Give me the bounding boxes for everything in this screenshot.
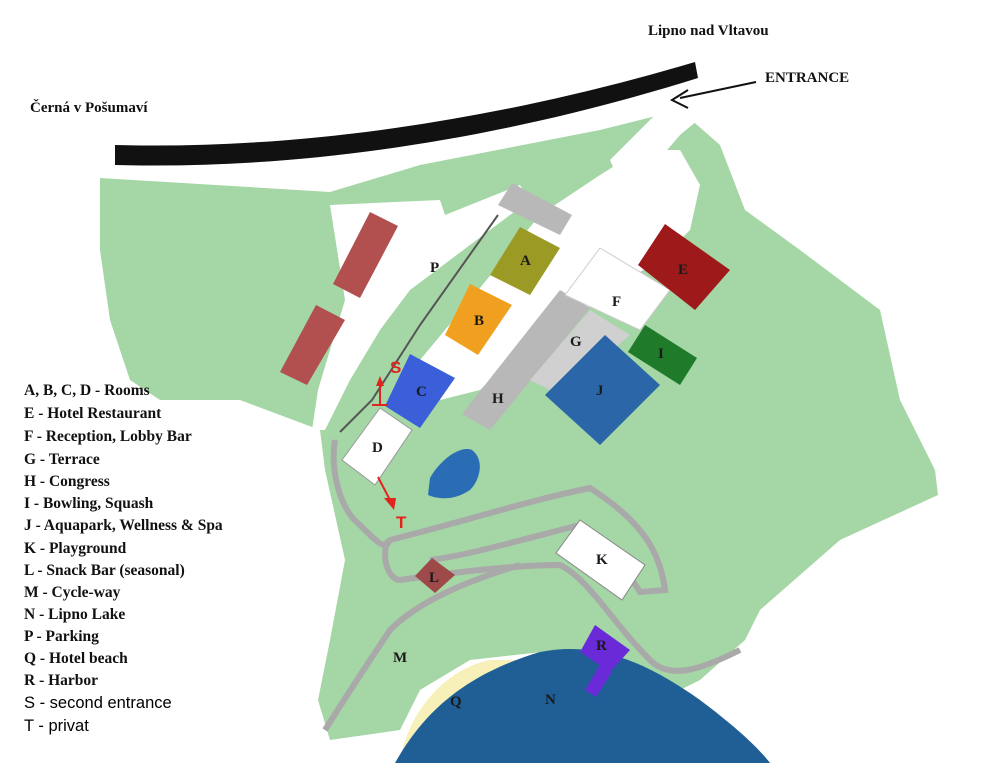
label-J: J [596,383,604,399]
parking-stripe-1 [333,212,398,298]
label-G: G [570,334,582,350]
building-F [564,247,671,331]
legend-item: K - Playground [24,540,127,557]
label-D: D [372,440,383,456]
building-R [580,625,630,672]
legend-item: R - Harbor [24,672,98,689]
label-M: M [393,650,407,666]
label-I: I [658,346,664,362]
label-R: R [596,638,607,654]
parking-divider [339,214,499,433]
legend-item: J - Aquapark, Wellness & Spa [24,517,223,534]
place-cerna-v-posumavi: Černá v Pošumaví [30,99,148,116]
legend-item: I - Bowling, Squash [24,495,154,512]
roundabout [623,209,637,223]
legend: A, B, C, D - Rooms E - Hotel Restaurant … [24,382,223,735]
building-J [545,335,660,445]
legend-item: N - Lipno Lake [24,606,125,623]
legend-item: A, B, C, D - Rooms [24,382,150,399]
marker-T-arrowhead [384,498,396,510]
label-P: P [430,260,439,276]
path-loop [330,439,669,596]
legend-item: T - privat [24,717,89,735]
label-S: S [390,358,401,377]
label-C: C [416,384,427,400]
marker-S-arrowhead [376,376,384,386]
legend-item: H - Congress [24,473,110,490]
label-N: N [545,692,556,708]
label-E: E [678,262,688,278]
building-K [555,519,646,601]
label-A: A [520,253,531,269]
label-F: F [612,294,621,310]
building-I [628,325,697,385]
label-Q: Q [450,694,462,710]
path-lower [382,538,742,674]
building-G [530,310,630,395]
parking-stripe-2 [280,305,345,385]
entrance-arrow-head [669,89,689,109]
legend-item: M - Cycle-way [24,584,121,601]
harbor-pier [585,665,612,697]
legend-item: Q - Hotel beach [24,650,128,667]
entrance-road [610,95,710,195]
building-L [415,558,455,593]
legend-item: F - Reception, Lobby Bar [24,428,192,445]
label-T: T [396,513,407,532]
entrance-arrow-line [679,81,757,99]
lipno-lake [395,648,770,763]
entrance-label: ENTRANCE [765,70,849,86]
place-lipno-nad-vltavou: Lipno nad Vltavou [648,23,769,39]
label-K: K [596,552,608,568]
marker-T-arrow [377,476,391,501]
legend-item: S - second entrance [24,694,172,712]
building-D [341,407,413,486]
legend-item: P - Parking [24,628,99,645]
legend-item: L - Snack Bar (seasonal) [24,562,185,579]
label-H: H [492,391,504,407]
building-C [385,354,455,428]
building-grey-top [498,183,572,235]
legend-item: E - Hotel Restaurant [24,405,162,422]
main-road [115,62,698,166]
label-B: B [474,313,484,329]
building-A [490,227,560,295]
grass-area [100,110,938,740]
building-E [638,224,730,310]
path-cycleway [322,562,521,732]
legend-item: G - Terrace [24,451,100,468]
pond [428,449,480,499]
building-B [445,284,512,355]
label-L: L [429,570,439,586]
building-H [462,290,590,430]
